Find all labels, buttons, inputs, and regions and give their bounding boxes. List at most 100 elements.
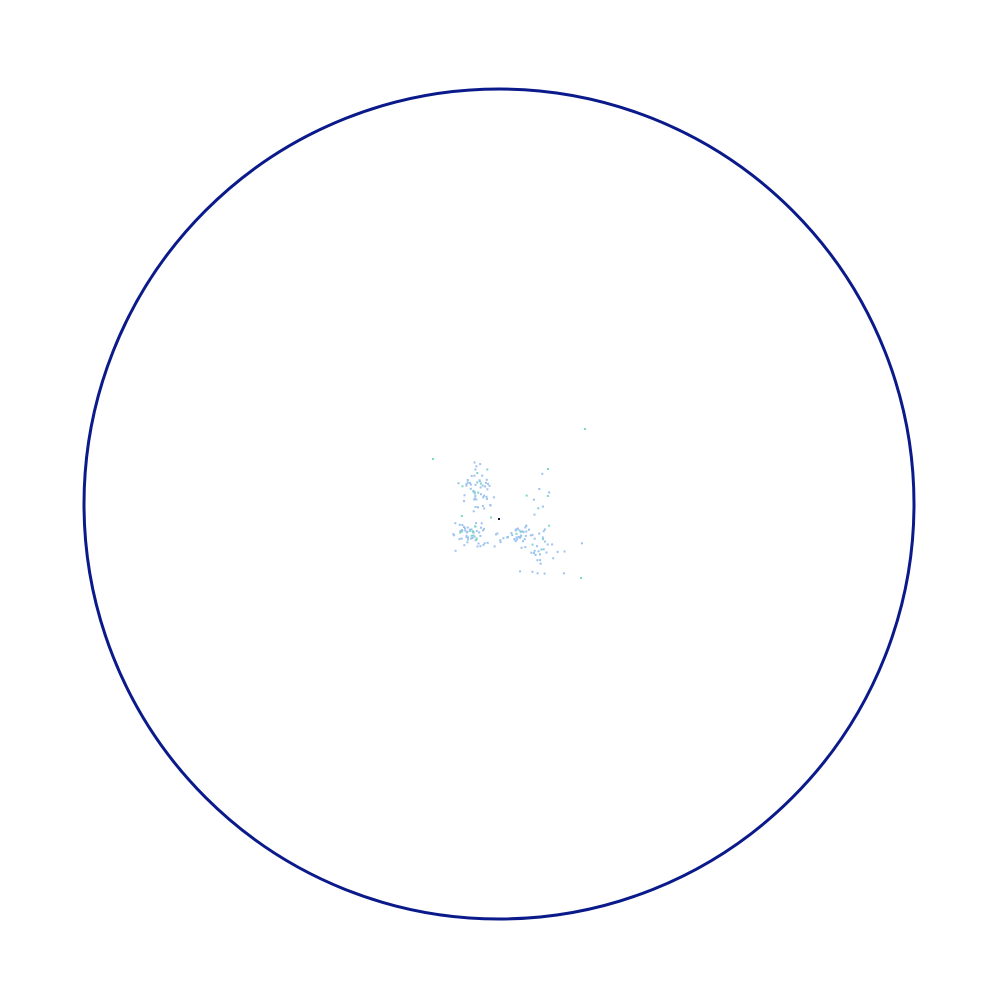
speckle: [463, 526, 465, 528]
speckle: [533, 537, 536, 540]
speckle: [463, 494, 466, 497]
speckle: [523, 538, 526, 541]
speckle: [483, 528, 485, 531]
speckle: [539, 553, 541, 556]
speckle: [471, 537, 474, 539]
speckle: [479, 486, 482, 489]
speckle: [466, 479, 469, 481]
speckle: [552, 557, 555, 560]
speckle: [485, 478, 488, 481]
speckle: [533, 513, 536, 516]
speckle: [485, 495, 488, 498]
speckle: [543, 540, 546, 543]
speckle: [475, 498, 478, 501]
speckle: [470, 528, 473, 531]
speckle: [465, 484, 468, 487]
speckle: [539, 559, 542, 562]
speckle: [492, 496, 495, 499]
speckle: [525, 524, 528, 527]
speckle: [481, 484, 484, 487]
speckle: [546, 543, 549, 546]
speckle: [522, 531, 525, 534]
speckle: [479, 493, 482, 496]
speckle: [476, 472, 479, 474]
speckle: [472, 534, 475, 537]
speckle: [475, 538, 478, 541]
speckle: [481, 504, 484, 507]
speckle: [536, 559, 539, 562]
speckle: [484, 481, 487, 484]
speckle: [478, 531, 481, 534]
speckle: [542, 548, 545, 551]
speckle: [542, 538, 544, 541]
speckle: [502, 537, 505, 540]
speckle: [466, 526, 469, 529]
speckle: [515, 528, 518, 531]
speckle: [452, 533, 455, 536]
speckle: [533, 549, 536, 552]
speckle: [522, 540, 524, 543]
speckle: [480, 522, 483, 525]
speckle: [472, 531, 474, 534]
speckle: [465, 483, 468, 485]
speckle: [515, 532, 518, 535]
speckle: [548, 491, 551, 494]
speckle: [519, 536, 521, 539]
speckle: [546, 495, 549, 497]
speckle: [457, 482, 460, 485]
speckle: [534, 553, 537, 556]
speckle: [468, 482, 471, 484]
speckle: [473, 461, 476, 464]
speckle: [520, 534, 523, 537]
speckle: [515, 536, 518, 539]
speckle: [464, 527, 466, 530]
speckle: [479, 534, 482, 537]
speckle: [482, 496, 485, 499]
speckle: [458, 523, 461, 526]
speckle: [464, 529, 467, 532]
speckle: [524, 526, 527, 529]
speckle: [475, 522, 478, 525]
speckle: [541, 536, 544, 539]
speckle: [563, 550, 566, 553]
speckle: [529, 534, 532, 537]
speckle: [543, 528, 546, 531]
speckle: [531, 570, 534, 573]
speckle: [538, 532, 541, 535]
speckle: [482, 543, 485, 546]
speckle: [459, 531, 462, 534]
speckle: [470, 537, 473, 540]
speckle: [519, 570, 522, 573]
speckle: [532, 498, 535, 501]
speckle: [528, 528, 530, 531]
speckle: [514, 529, 517, 532]
speckle: [475, 465, 478, 468]
speckle: [461, 524, 464, 526]
speckle: [466, 481, 469, 484]
speckle: [537, 507, 540, 510]
speckle: [499, 541, 502, 544]
speckle: [488, 484, 491, 487]
speckle: [460, 530, 463, 533]
speckle: [551, 543, 554, 546]
speckle: [483, 542, 486, 545]
speckle: [541, 505, 544, 508]
speckle: [463, 544, 466, 547]
speckle: [474, 468, 477, 471]
speckle: [580, 577, 582, 579]
speckle: [510, 532, 513, 535]
speckle: [486, 468, 489, 471]
speckle: [481, 474, 484, 477]
speckle: [461, 485, 464, 488]
speckle: [454, 522, 457, 525]
speckle-cluster: [432, 428, 586, 579]
speckle: [538, 488, 541, 490]
speckle: [531, 533, 534, 536]
speckle: [473, 492, 476, 495]
speckle: [460, 515, 463, 517]
speckle: [484, 485, 487, 488]
speckle: [469, 483, 472, 486]
speckle: [536, 545, 538, 548]
